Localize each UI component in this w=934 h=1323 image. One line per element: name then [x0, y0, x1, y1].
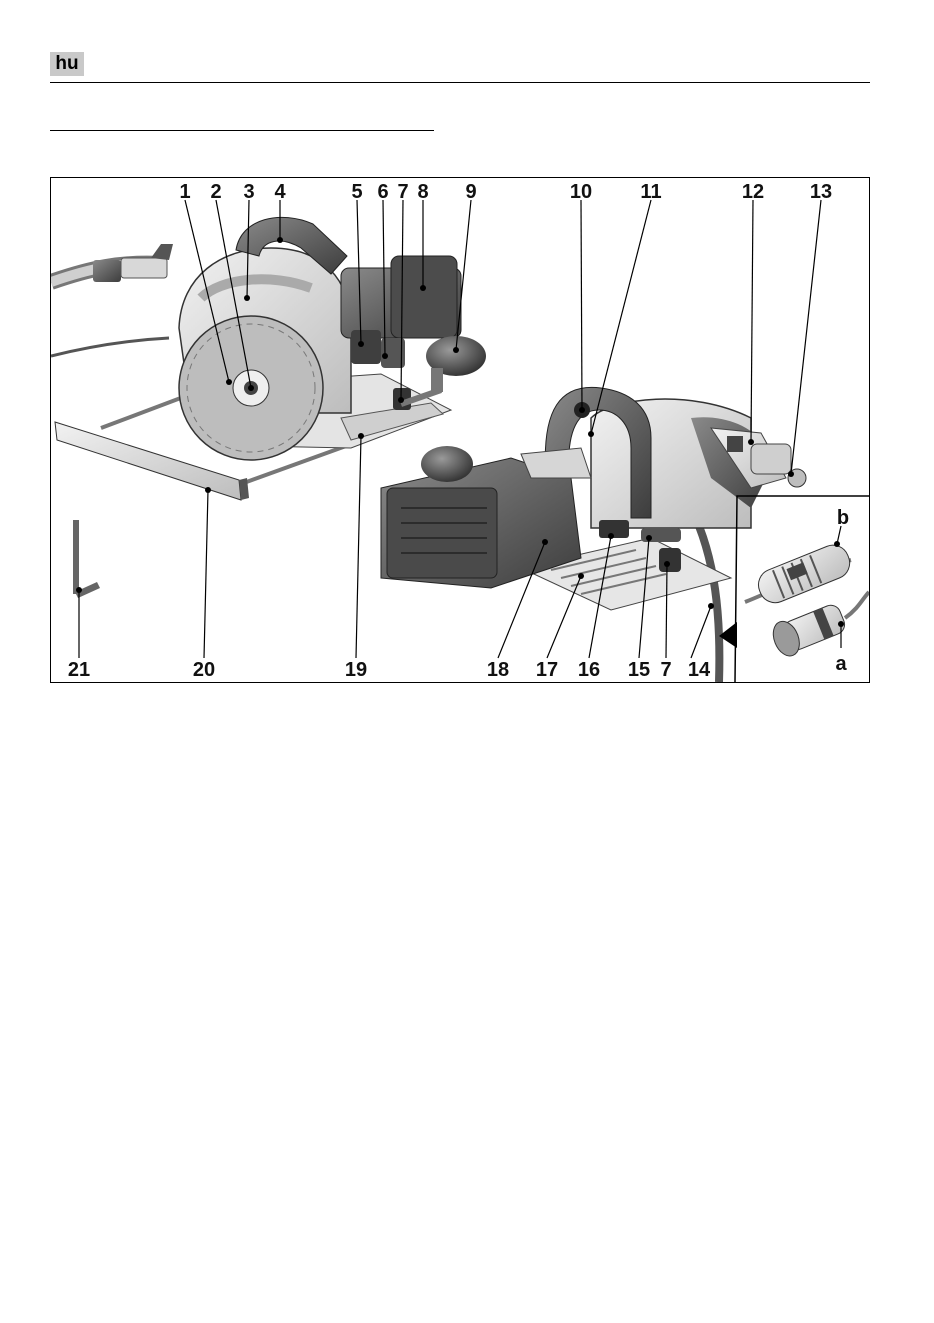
callout-label-19: 19: [345, 659, 367, 681]
callout-label-3: 3: [243, 181, 254, 203]
callout-label-17: 17: [536, 659, 558, 681]
callout-label-15: 15: [628, 659, 650, 681]
tool-illustration: 1 2 3 4 5 6 7 8 9 10 11 12 13 b 21 20 19…: [51, 178, 869, 682]
callout-label-1: 1: [179, 181, 190, 203]
callout-label-7-top: 7: [397, 181, 408, 203]
callout-label-10: 10: [570, 181, 592, 203]
callout-label-12: 12: [742, 181, 764, 203]
callout-label-7-bottom: 7: [660, 659, 671, 681]
callout-label-18: 18: [487, 659, 509, 681]
callout-label-11: 11: [640, 181, 661, 203]
callout-label-2: 2: [210, 181, 221, 203]
callout-label-16: 16: [578, 659, 600, 681]
allen-key-drawing: [73, 520, 100, 598]
tool-illustration-figure: 1 2 3 4 5 6 7 8 9 10 11 12 13 b 21 20 19…: [50, 177, 870, 683]
callout-label-21: 21: [68, 659, 90, 681]
callout-label-13: 13: [810, 181, 832, 203]
section-rule: [50, 130, 434, 131]
callout-label-a: a: [835, 653, 847, 675]
callout-label-9: 9: [465, 181, 476, 203]
callout-label-14: 14: [688, 659, 711, 681]
right-saw-drawing: [381, 387, 806, 682]
header-rule: [50, 82, 870, 83]
callout-label-20: 20: [193, 659, 215, 681]
callout-label-4: 4: [274, 181, 286, 203]
callout-label-b: b: [837, 507, 849, 529]
callout-label-5: 5: [351, 181, 362, 203]
callout-label-8: 8: [417, 181, 428, 203]
language-tag: hu: [50, 52, 84, 76]
left-saw-drawing: [51, 217, 486, 500]
callout-label-6: 6: [377, 181, 388, 203]
